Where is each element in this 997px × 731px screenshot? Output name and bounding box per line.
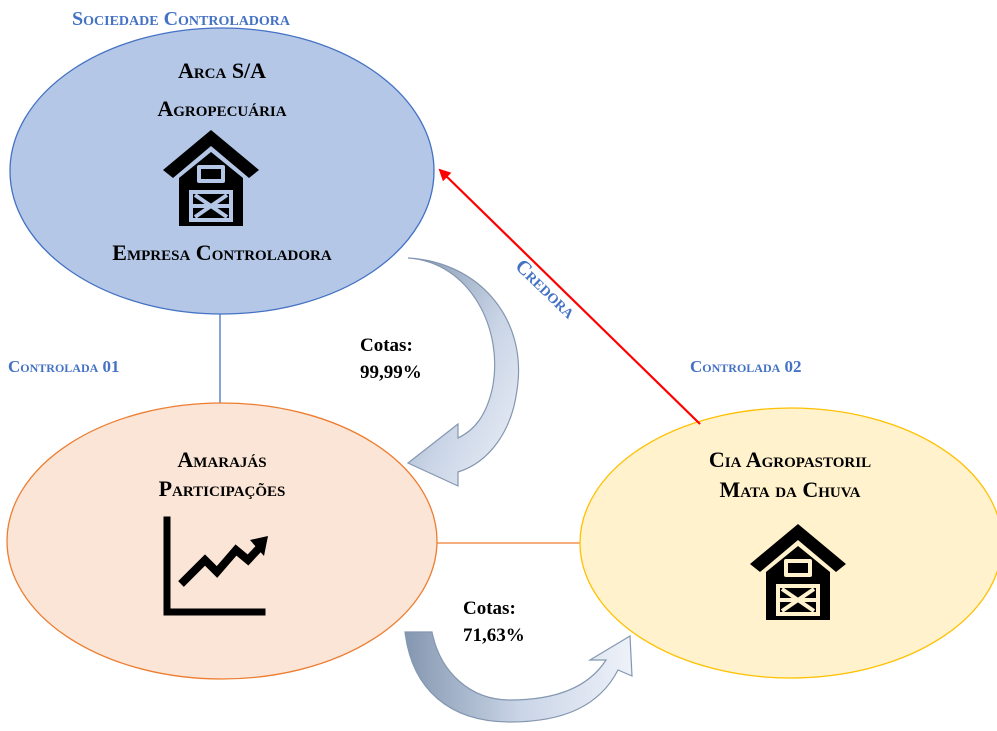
group-label-controlada-01: Controlada 01 xyxy=(8,357,120,376)
credora-arrow xyxy=(438,168,701,425)
edge-label-cotas-2-line1: Cotas: xyxy=(463,598,516,619)
node-amarajas-ellipse xyxy=(6,402,438,680)
chart-growth-icon xyxy=(163,516,268,616)
node-amarajas-name-line1: Amarajás xyxy=(177,447,267,472)
node-arca-name-line2: Agropecuária xyxy=(157,96,287,121)
node-cia-name-line1: Cia Agropastoril xyxy=(708,447,872,472)
curved-arrow-cotas-2 xyxy=(404,631,633,723)
edge-label-cotas-2-line2: 71,63% xyxy=(463,625,525,646)
node-arca-name-line1: Arca S/A xyxy=(177,58,267,83)
barn-icon xyxy=(750,524,846,620)
barn-icon xyxy=(163,130,259,226)
edge-label-cotas-1-line2: 99,99% xyxy=(360,362,422,383)
group-label-controlada-02: Controlada 02 xyxy=(690,357,802,376)
node-cia-name-line2: Mata da Chuva xyxy=(719,477,861,502)
node-arca-role: Empresa Controladora xyxy=(112,240,332,265)
edge-label-cotas-1-line1: Cotas: xyxy=(360,335,413,356)
header-title: Sociedade Controladora xyxy=(72,8,291,30)
curved-arrow-cotas-1 xyxy=(406,257,520,487)
node-amarajas-name-line2: Participações xyxy=(158,476,286,501)
